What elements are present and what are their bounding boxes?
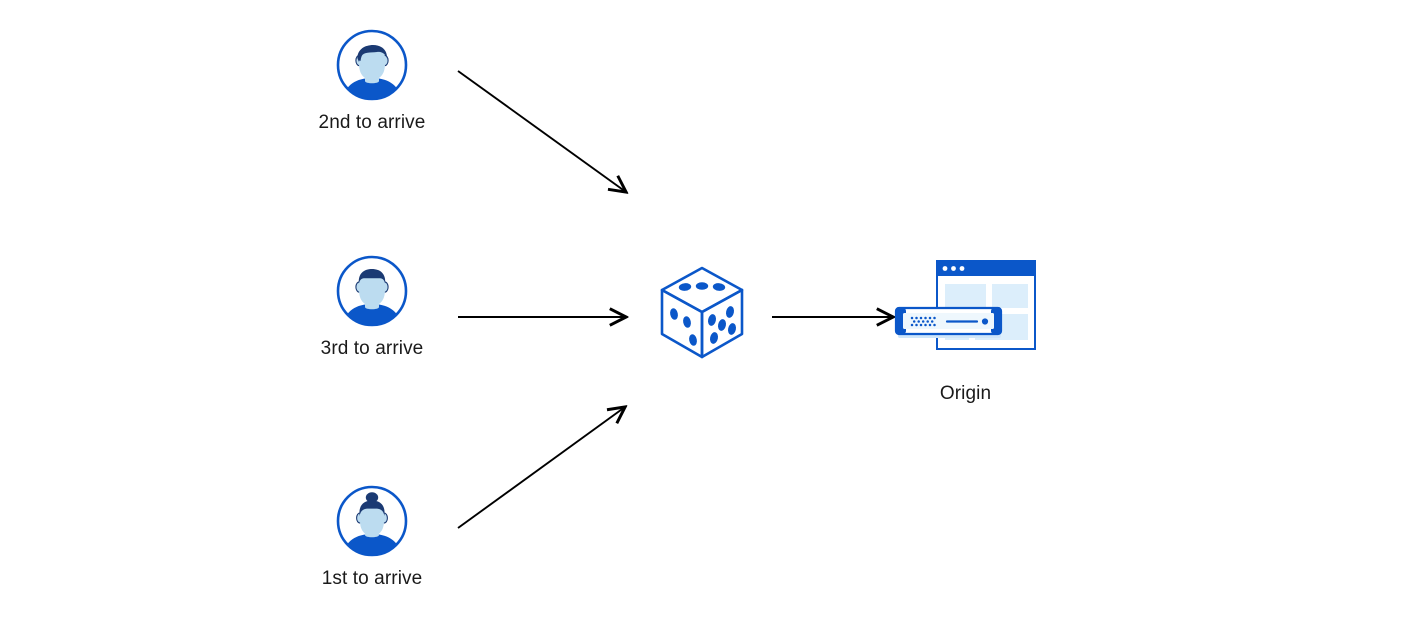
user-avatar-icon	[335, 484, 409, 558]
client-label-3rd: 3rd to arrive	[320, 338, 424, 359]
origin-label: Origin	[939, 383, 992, 404]
origin-node[interactable]: Origin	[893, 253, 1038, 405]
client-node-3rd[interactable]: 3rd to arrive	[312, 254, 432, 360]
client-node-1st[interactable]: 1st to arrive	[312, 484, 432, 590]
dice-icon	[652, 262, 752, 364]
user-avatar-icon	[335, 28, 409, 102]
user-avatar-icon	[335, 254, 409, 328]
client-label-2nd: 2nd to arrive	[318, 112, 426, 133]
arrow-client1-to-dice	[457, 70, 626, 192]
load-balancer-node[interactable]	[652, 262, 752, 364]
client-node-2nd[interactable]: 2nd to arrive	[312, 28, 432, 134]
server-appliance	[894, 306, 1003, 338]
client-label-1st: 1st to arrive	[321, 568, 423, 589]
arrow-client3-to-dice	[457, 407, 625, 529]
origin-server-icon	[893, 253, 1038, 371]
